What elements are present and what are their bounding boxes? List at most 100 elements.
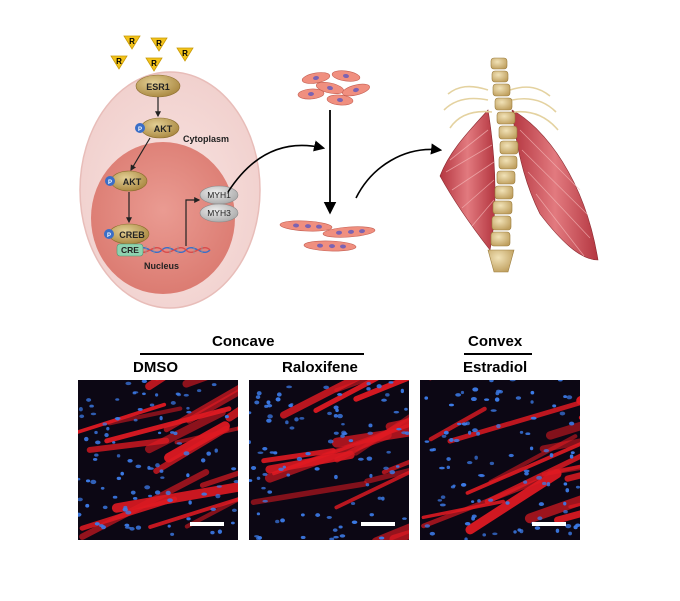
nucleus-stain: [513, 530, 517, 534]
nucleus-stain: [482, 533, 487, 537]
nucleus-stain: [249, 440, 251, 445]
nucleus-stain: [186, 517, 191, 521]
nucleus-stain: [519, 430, 524, 434]
nucleus-stain: [275, 397, 281, 402]
nucleus-stain: [429, 531, 436, 536]
svg-text:R: R: [151, 59, 157, 68]
nucleus-stain: [217, 529, 223, 534]
nucleus-stain: [100, 486, 105, 490]
myh1-node: MYH1: [199, 185, 239, 205]
nucleus-stain: [210, 507, 216, 511]
nucleus-stain: [386, 450, 391, 454]
nucleus-stain: [329, 537, 335, 540]
nucleus-stain: [233, 479, 238, 484]
nucleus-stain: [278, 467, 284, 471]
nucleus-stain: [376, 384, 382, 389]
svg-text:AKT: AKT: [154, 124, 173, 134]
nucleus-stain: [466, 461, 473, 465]
nucleus-stain: [116, 476, 122, 481]
nucleus-stain: [286, 385, 293, 389]
nucleus-stain: [78, 497, 83, 502]
myotube-stain: [250, 481, 368, 505]
nucleus-stain: [471, 514, 477, 518]
nucleus-stain: [335, 408, 339, 413]
nucleus-stain: [315, 513, 321, 517]
nucleus-stain: [214, 448, 218, 453]
nucleus-stain: [132, 496, 138, 500]
signaling-pathway-diagram: R R R R R ESR1: [79, 35, 599, 309]
nucleus-stain: [474, 455, 478, 460]
nucleus-stain: [86, 398, 92, 402]
nucleus-stain: [170, 431, 175, 434]
nucleus-stain: [365, 483, 370, 487]
nucleus-stain: [85, 479, 91, 483]
nucleus-stain: [565, 488, 570, 493]
micrograph-dmso: [78, 380, 238, 540]
svg-text:CREB: CREB: [119, 230, 145, 240]
nucleus-stain: [369, 473, 373, 478]
nucleus-stain: [366, 382, 371, 386]
myotube-stain: [524, 495, 580, 524]
nucleus-stain: [323, 385, 330, 390]
nucleus-stain: [167, 524, 171, 528]
nucleus-stain: [85, 503, 90, 508]
nucleus-stain: [424, 396, 429, 400]
nucleus-stain: [135, 525, 142, 530]
nucleus-stain: [341, 430, 347, 435]
nucleus-stain: [95, 440, 101, 445]
nucleus-stain: [490, 409, 497, 412]
nucleus-stain: [261, 486, 266, 490]
nucleus-stain: [534, 526, 541, 530]
cell-to-myoblast-arrow: [227, 140, 326, 193]
nucleus-stain: [484, 398, 490, 401]
nucleus-stain: [122, 507, 128, 512]
nucleus-stain: [393, 410, 400, 414]
scale-bar: [532, 522, 566, 526]
nucleus-stain: [332, 528, 338, 532]
myotube-stain: [174, 426, 238, 445]
nucleus-stain: [563, 395, 568, 399]
nucleus-stain: [114, 417, 121, 420]
nucleus-stain: [94, 453, 99, 457]
nucleus-stain: [148, 494, 153, 498]
nucleus-stain: [448, 403, 454, 407]
nucleus-stain: [366, 456, 373, 461]
nucleus-stain: [529, 446, 534, 451]
nucleus-stain: [305, 452, 311, 456]
raloxifene-label: Raloxifene: [282, 359, 358, 376]
nucleus-stain: [536, 475, 542, 480]
nucleus-stain: [130, 490, 136, 495]
nucleus-stain: [206, 451, 212, 456]
myoblast-cluster: [297, 70, 370, 106]
nucleus-stain: [327, 439, 334, 444]
nucleus-stain: [381, 496, 385, 501]
nucleus-stain: [471, 500, 475, 504]
nucleus-stain: [383, 466, 389, 470]
nucleus-stain: [115, 398, 120, 401]
myotube-stain: [111, 482, 238, 513]
nucleus-stain: [460, 482, 467, 487]
nucleus-stain: [543, 448, 550, 453]
nucleus-stain: [201, 492, 208, 496]
nucleus-stain: [200, 458, 206, 463]
nucleus-stain: [112, 495, 118, 499]
ligand-group: R R R R R: [110, 35, 194, 72]
nucleus-stain: [530, 400, 534, 404]
myotube-stain: [554, 510, 580, 524]
myotube-stain: [372, 523, 409, 540]
nucleus-stain: [446, 457, 451, 461]
nucleus-stain: [549, 453, 554, 458]
nucleus-stain: [523, 480, 528, 484]
ligand-r-1: R: [123, 35, 141, 50]
nucleus-stain: [437, 499, 443, 502]
right-paraspinal-muscle: [511, 109, 599, 261]
nucleus-stain: [266, 418, 272, 423]
nucleus-stain: [188, 500, 192, 505]
nucleus-stain: [296, 456, 303, 462]
nucleus-stain: [135, 464, 142, 469]
nucleus-stain: [314, 467, 320, 471]
nucleus-stain: [124, 523, 130, 527]
nucleus-stain: [256, 391, 262, 396]
myotube-stain: [313, 380, 379, 413]
